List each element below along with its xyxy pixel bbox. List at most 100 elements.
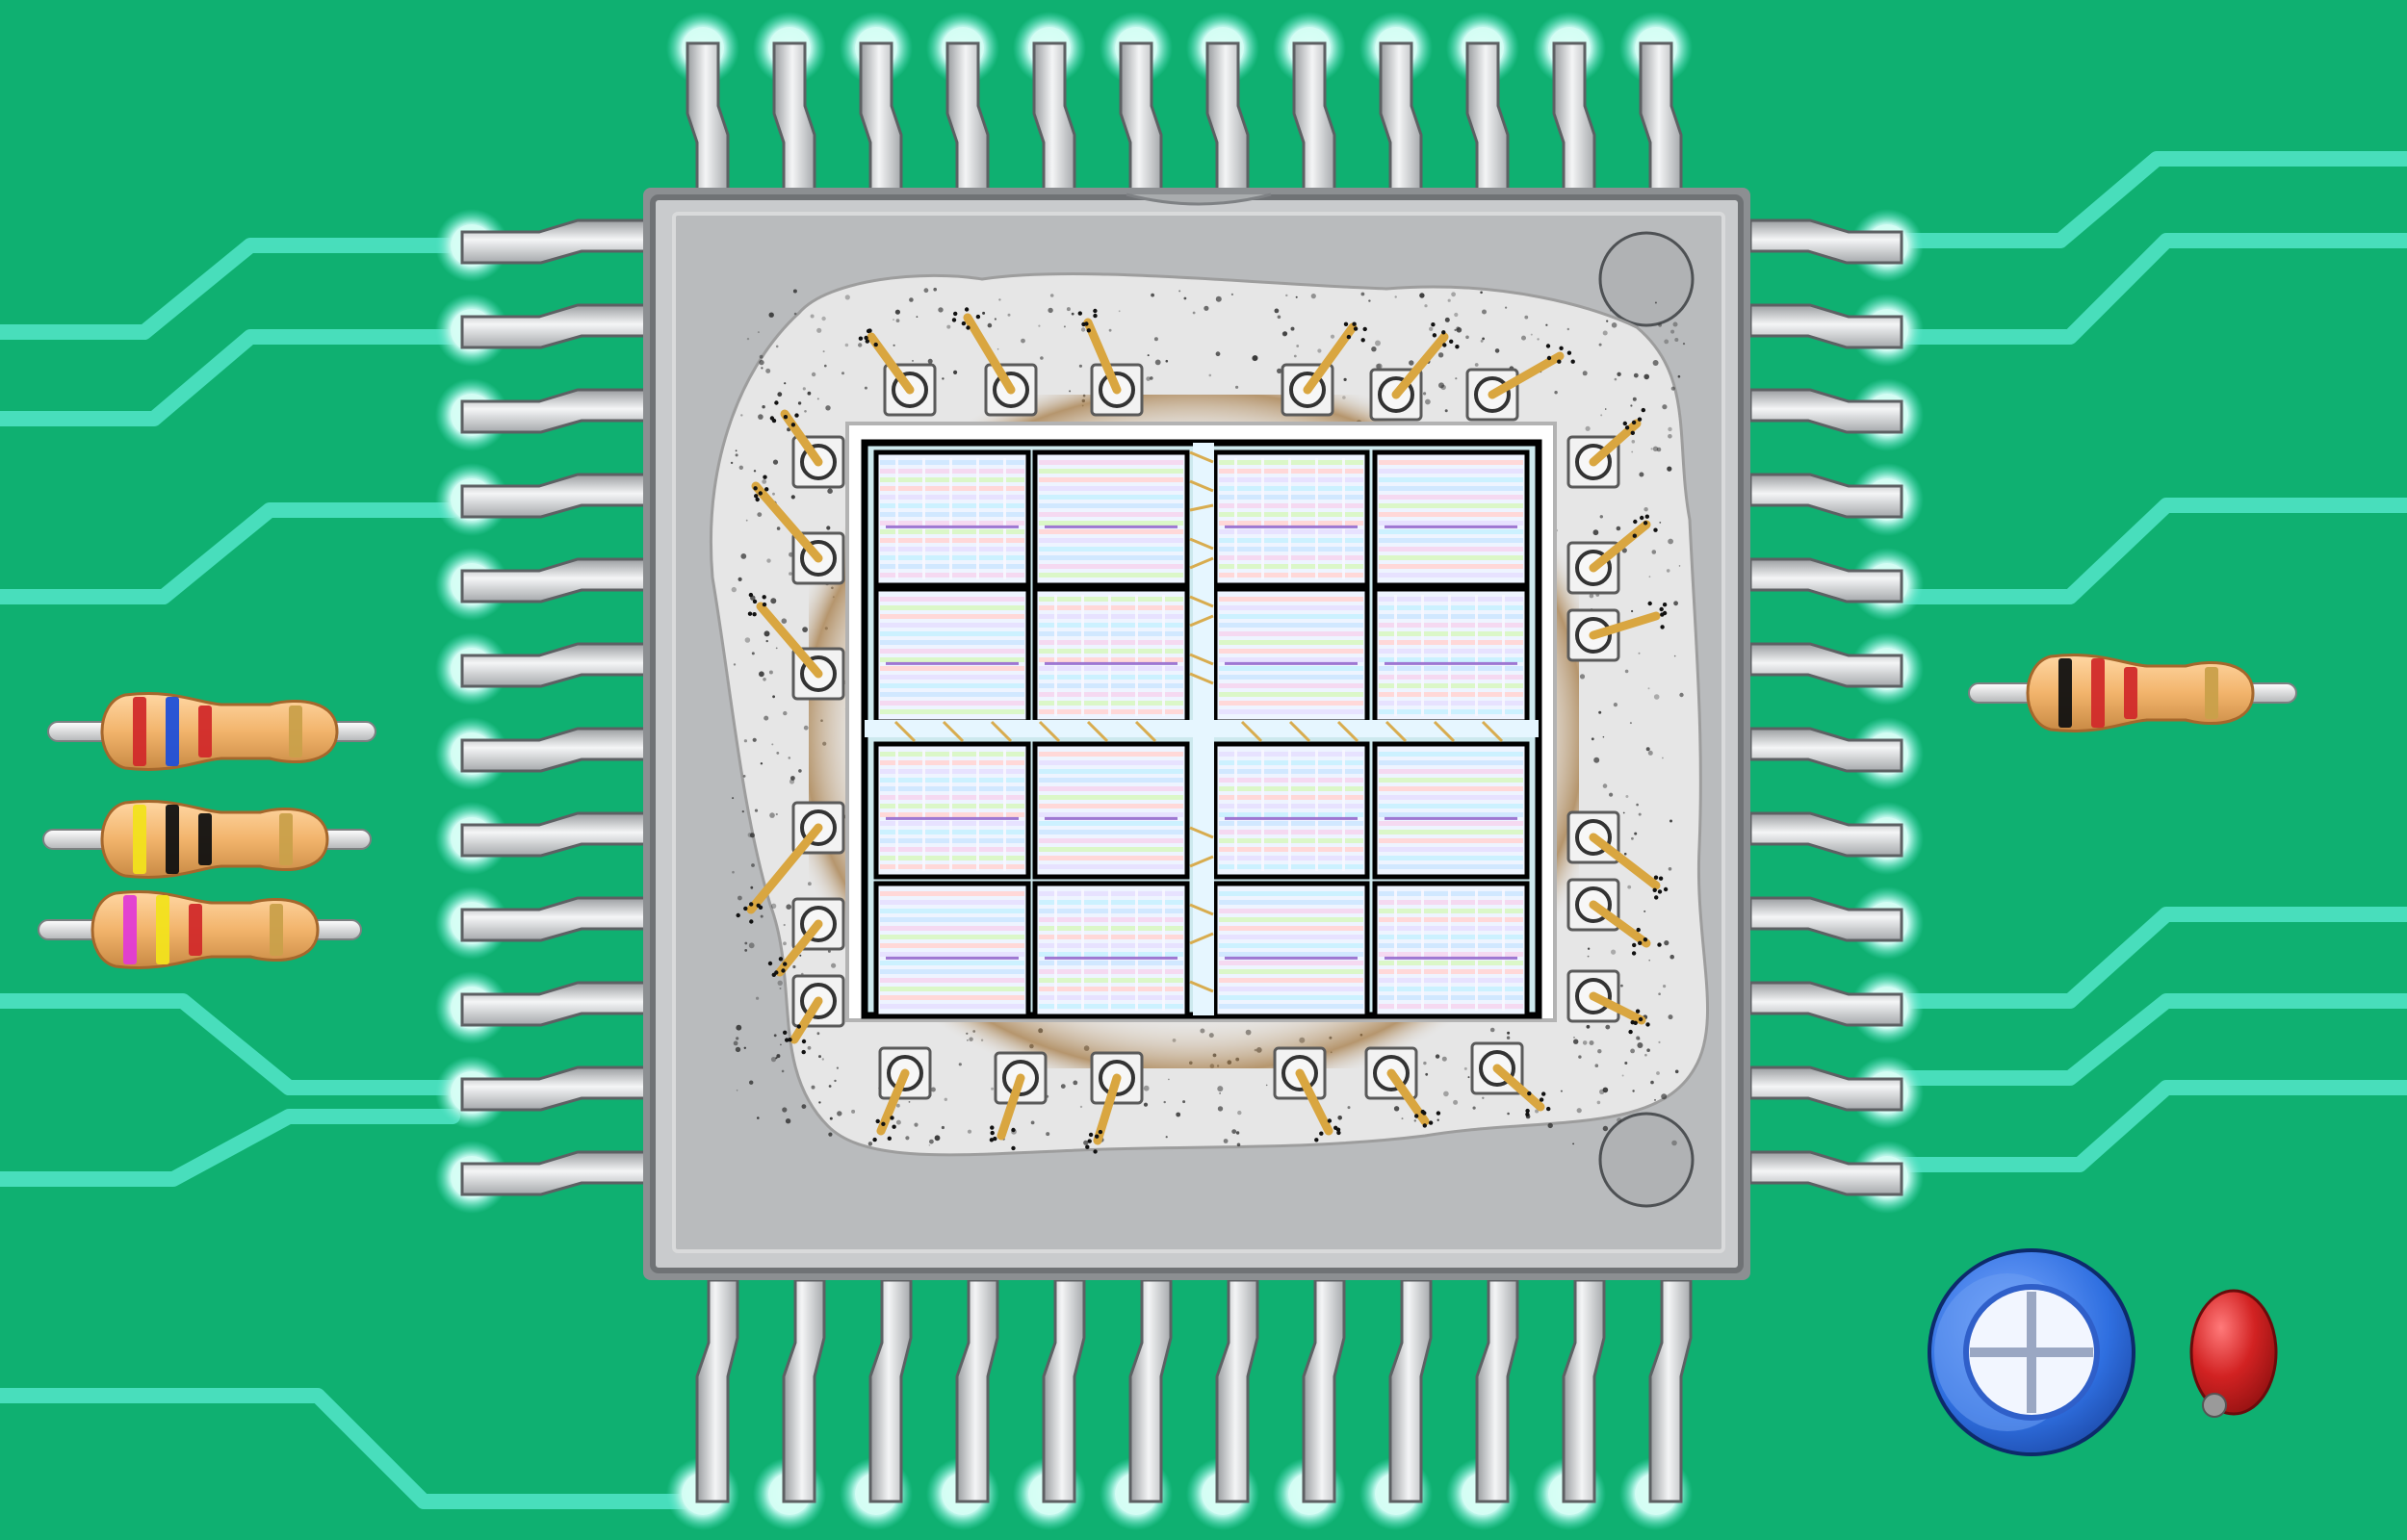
speck bbox=[784, 382, 787, 385]
speck bbox=[1643, 373, 1649, 380]
speck bbox=[1215, 351, 1221, 357]
speck bbox=[807, 391, 812, 396]
die-line bbox=[1225, 661, 1358, 665]
speck bbox=[1108, 328, 1112, 332]
die-stripe bbox=[880, 623, 1024, 628]
speck bbox=[810, 314, 815, 319]
speck bbox=[744, 941, 748, 945]
resistor-band bbox=[198, 813, 212, 865]
die-column bbox=[895, 750, 898, 871]
die-column bbox=[1054, 595, 1057, 716]
resistor-band bbox=[133, 697, 146, 766]
speck bbox=[987, 322, 993, 328]
speck bbox=[736, 1090, 738, 1091]
die-column bbox=[1502, 889, 1505, 1011]
wire-speck bbox=[1633, 519, 1638, 525]
speck bbox=[1644, 1053, 1647, 1057]
speck bbox=[1653, 694, 1660, 700]
speck bbox=[905, 1136, 910, 1141]
speck bbox=[1281, 331, 1287, 337]
die-stripe bbox=[1039, 864, 1183, 869]
speck bbox=[1440, 384, 1446, 391]
speck bbox=[1604, 408, 1607, 410]
speck bbox=[1629, 722, 1632, 725]
die-stripe bbox=[880, 692, 1024, 697]
speck bbox=[765, 639, 768, 643]
speck bbox=[1679, 692, 1684, 698]
die-column bbox=[1342, 458, 1345, 579]
die-stripe bbox=[1039, 786, 1183, 791]
wire-speck bbox=[1660, 612, 1665, 617]
speck bbox=[762, 479, 767, 484]
die-line bbox=[1385, 816, 1517, 820]
wire-speck bbox=[1663, 886, 1669, 892]
speck bbox=[1425, 1072, 1429, 1076]
die-stripe bbox=[1219, 909, 1363, 913]
speck bbox=[1040, 356, 1044, 360]
die-stripe bbox=[1039, 769, 1183, 774]
speck bbox=[1639, 472, 1644, 477]
speck bbox=[836, 1066, 840, 1069]
chip-notch bbox=[1126, 192, 1272, 206]
pin bbox=[1748, 473, 1903, 519]
die-stripe bbox=[1219, 640, 1363, 645]
die-stripe bbox=[880, 978, 1024, 983]
wire-speck bbox=[1622, 421, 1628, 426]
die-stripe bbox=[1039, 538, 1183, 543]
speck bbox=[759, 359, 764, 366]
die-line bbox=[1385, 661, 1517, 665]
pin bbox=[1042, 1278, 1086, 1503]
wire-speck bbox=[1638, 1016, 1643, 1022]
speck bbox=[1237, 1110, 1242, 1116]
die-column bbox=[1261, 458, 1264, 579]
speck bbox=[1150, 376, 1153, 380]
resistor-band bbox=[2058, 658, 2072, 728]
speck bbox=[1560, 1090, 1563, 1092]
speck bbox=[772, 695, 775, 699]
speck bbox=[1582, 371, 1588, 376]
speck bbox=[1151, 293, 1154, 297]
speck bbox=[1631, 450, 1634, 453]
wire-speck bbox=[890, 1116, 894, 1120]
speck bbox=[1654, 301, 1657, 304]
die-stripe bbox=[1219, 926, 1363, 931]
speck bbox=[780, 1043, 782, 1046]
speck bbox=[1658, 1040, 1661, 1043]
wire-speck bbox=[749, 902, 754, 907]
wire-speck bbox=[1093, 313, 1098, 319]
speck bbox=[746, 337, 750, 341]
die-stripe bbox=[1379, 538, 1523, 543]
speck bbox=[1317, 348, 1322, 353]
die-column bbox=[1421, 889, 1424, 1011]
wire-speck bbox=[785, 1038, 789, 1042]
die-column bbox=[1162, 889, 1165, 1011]
speck bbox=[1343, 377, 1347, 381]
wire-speck bbox=[1632, 533, 1638, 538]
die-stripe bbox=[1039, 529, 1183, 534]
wire-speck bbox=[1659, 606, 1664, 612]
speck bbox=[893, 344, 895, 346]
die-stripe bbox=[880, 926, 1024, 931]
speck bbox=[1078, 364, 1082, 368]
wire-speck bbox=[1011, 1145, 1016, 1151]
wire-speck bbox=[747, 611, 753, 616]
wire-speck bbox=[767, 961, 773, 966]
wire-speck bbox=[1660, 625, 1665, 629]
die-stripe bbox=[1379, 460, 1523, 465]
speck bbox=[944, 1097, 947, 1102]
die-line bbox=[1225, 816, 1358, 820]
speck bbox=[776, 752, 780, 755]
wire-speck bbox=[1436, 1111, 1441, 1116]
speck bbox=[1572, 1142, 1574, 1145]
wire-speck bbox=[1525, 1112, 1530, 1117]
speck bbox=[764, 715, 769, 721]
speck bbox=[1659, 522, 1662, 524]
speck bbox=[1208, 373, 1212, 377]
speck bbox=[1625, 795, 1629, 798]
speck bbox=[1600, 414, 1603, 417]
pin bbox=[955, 1278, 999, 1503]
wire-speck bbox=[1095, 1134, 1100, 1139]
die-stripe bbox=[1039, 847, 1183, 852]
die-stripe bbox=[1219, 900, 1363, 905]
speck bbox=[953, 370, 958, 374]
